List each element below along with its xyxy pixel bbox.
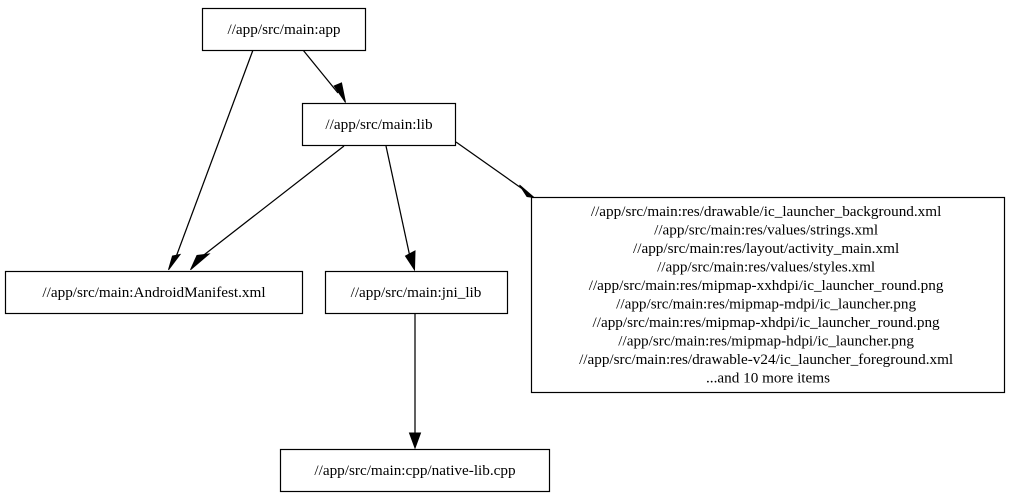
edge-line [455, 141, 525, 191]
arrowhead-icon [333, 82, 346, 103]
node-resources[interactable]: //app/src/main:res/drawable/ic_launcher_… [530, 196, 1006, 394]
resource-line: //app/src/main:res/layout/activity_main.… [633, 240, 899, 257]
node-label: //app/src/main:AndroidManifest.xml [42, 284, 265, 301]
resource-line: //app/src/main:res/mipmap-xhdpi/ic_launc… [593, 314, 941, 331]
node-lib[interactable]: //app/src/main:lib [301, 102, 457, 147]
node-label: //app/src/main:app [227, 21, 340, 38]
node-box[interactable] [201, 7, 367, 52]
edge-app-to-manifest [168, 49, 254, 271]
edge-app-to-lib [302, 49, 346, 103]
edge-lib-to-manifest [190, 145, 345, 271]
resource-line: //app/src/main:res/values/strings.xml [654, 222, 878, 239]
edge-line [199, 145, 345, 259]
edge-line [385, 145, 411, 258]
resource-line: //app/src/main:res/mipmap-mdpi/ic_launch… [616, 296, 916, 313]
arrowhead-icon [408, 432, 422, 450]
resource-line: //app/src/main:res/values/styles.xml [657, 259, 875, 276]
node-native-lib-cpp[interactable]: //app/src/main:cpp/native-lib.cpp [279, 448, 551, 493]
node-label: //app/src/main:cpp/native-lib.cpp [314, 462, 515, 479]
node-app[interactable]: //app/src/main:app [201, 7, 367, 52]
arrowhead-icon [190, 253, 211, 271]
node-box[interactable] [324, 270, 509, 315]
node-box[interactable] [301, 102, 457, 147]
node-box[interactable] [530, 196, 1006, 394]
edge-jni-lib-to-native-lib [408, 314, 422, 450]
node-label: //app/src/main:jni_lib [351, 284, 482, 301]
node-box[interactable] [4, 270, 304, 315]
arrowhead-icon [519, 184, 536, 199]
edge-lib-to-resources [455, 141, 536, 199]
resource-line: //app/src/main:res/mipmap-hdpi/ic_launch… [618, 333, 914, 350]
resource-line: ...and 10 more items [706, 370, 830, 387]
graph-nodes: //app/src/main:app //app/src/main:lib //… [4, 7, 1006, 493]
node-jni-lib[interactable]: //app/src/main:jni_lib [324, 270, 509, 315]
edge-line [302, 49, 339, 94]
node-androidmanifest-xml[interactable]: //app/src/main:AndroidManifest.xml [4, 270, 304, 315]
node-label-multiline: //app/src/main:res/drawable/ic_launcher_… [579, 203, 957, 387]
graph-edges [168, 49, 536, 450]
arrowhead-icon [404, 250, 416, 272]
edge-lib-to-jni-lib [385, 145, 416, 272]
resource-line: //app/src/main:res/mipmap-xxhdpi/ic_laun… [589, 277, 944, 294]
node-label: //app/src/main:lib [325, 116, 433, 133]
edge-line [175, 49, 254, 258]
resource-line: //app/src/main:res/drawable-v24/ic_launc… [579, 351, 953, 368]
node-box[interactable] [279, 448, 551, 493]
arrowhead-icon [168, 253, 182, 271]
resource-line: //app/src/main:res/drawable/ic_launcher_… [591, 203, 941, 220]
